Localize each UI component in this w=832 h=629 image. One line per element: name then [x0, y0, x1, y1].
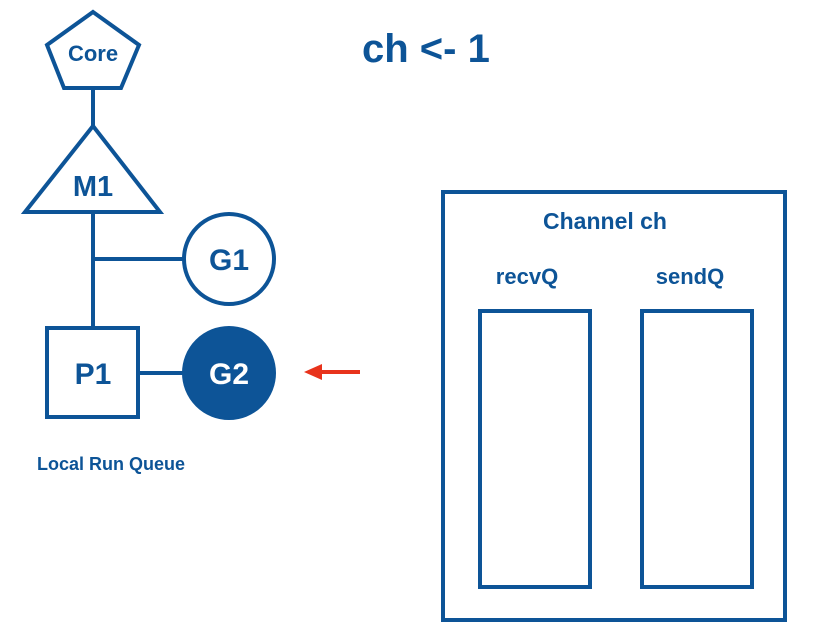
channel-box: Channel ch recvQ sendQ — [441, 190, 787, 622]
pointer-arrow-head — [304, 364, 322, 380]
p1-square-shape — [45, 326, 140, 419]
m1-node: M1 — [20, 122, 165, 214]
p1-label: P1 — [75, 358, 112, 391]
core-label: Core — [68, 41, 118, 66]
channel-title: Channel ch — [543, 208, 667, 234]
g2-circle-shape — [182, 326, 276, 420]
core-node: Core — [44, 9, 142, 90]
g2-node: G2 — [182, 326, 276, 420]
send-queue-box — [640, 309, 754, 589]
g1-node: G1 — [182, 212, 276, 306]
g2-label: G2 — [209, 358, 249, 391]
g1-circle-shape — [182, 212, 276, 306]
pointer-arrow-icon — [304, 364, 360, 380]
page-title: ch <- 1 — [362, 27, 490, 71]
m1-label: M1 — [73, 171, 113, 203]
core-pentagon-shape — [44, 9, 142, 90]
send-queue-label: sendQ — [656, 264, 724, 289]
recv-queue-box — [478, 309, 592, 589]
local-run-queue-label: Local Run Queue — [37, 454, 185, 474]
g1-label: G1 — [209, 244, 249, 277]
p1-node: P1 — [45, 326, 140, 419]
recv-queue-label: recvQ — [496, 264, 558, 289]
m1-triangle-shape — [20, 122, 165, 214]
